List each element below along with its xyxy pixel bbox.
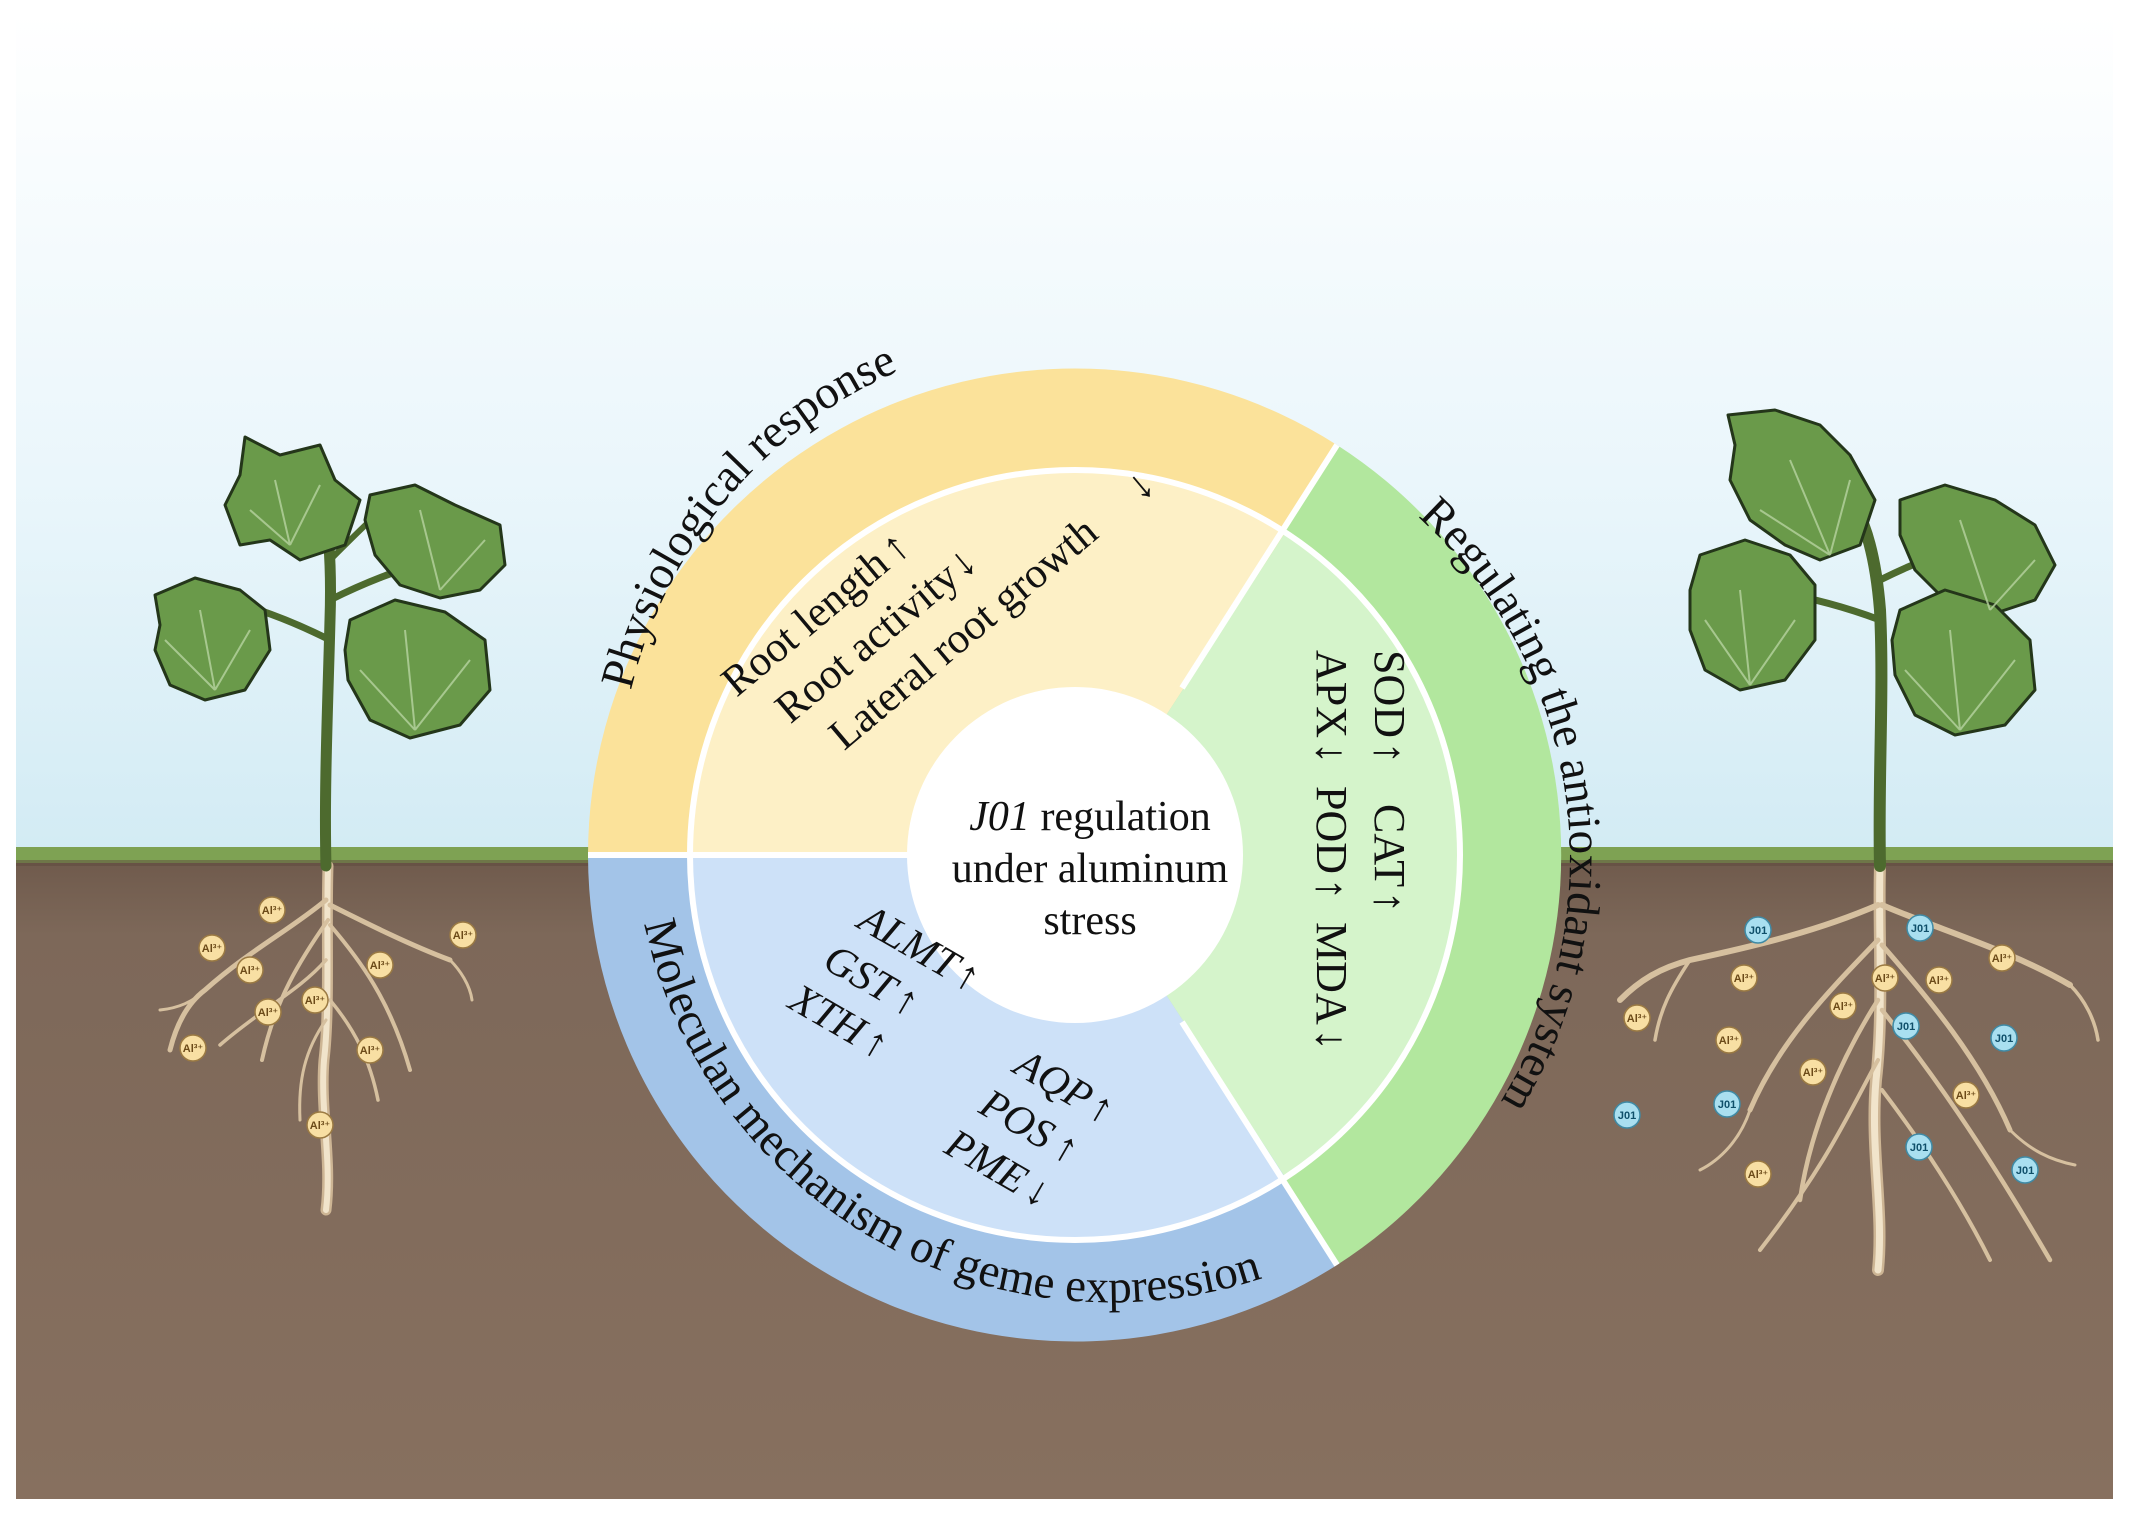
antioxidant-column-1: SOD↑CAT↑ [1365,650,1414,913]
ions-right: Al³⁺ Al³⁺ Al³⁺ Al³⁺ Al³⁺ Al³⁺ Al³⁺ Al³⁺ … [1613,914,2039,1188]
center-label-line-2: under aluminum [952,846,1229,892]
svg-text:Al³⁺: Al³⁺ [1748,1169,1769,1181]
aluminum-ion-marker: Al³⁺ [356,1036,384,1064]
svg-text:J01: J01 [1618,1110,1636,1122]
svg-text:Al³⁺: Al³⁺ [1992,953,2013,965]
right-roots [1617,860,2100,1276]
svg-text:Al³⁺: Al³⁺ [310,1120,331,1132]
aluminum-ion-marker: Al³⁺ [449,921,477,949]
aluminum-ion-marker: Al³⁺ [1799,1058,1827,1086]
j01-marker: J01 [1892,1012,1920,1040]
aluminum-ion-marker: Al³⁺ [236,956,264,984]
aluminum-ion-marker: Al³⁺ [306,1111,334,1139]
svg-text:J01: J01 [1910,1142,1928,1154]
j01-marker: J01 [1713,1090,1741,1118]
svg-text:J01: J01 [1718,1099,1736,1111]
aluminum-ion-marker: Al³⁺ [179,1034,207,1062]
aluminum-ion-marker: Al³⁺ [1829,992,1857,1020]
svg-text:J01: J01 [1995,1033,2013,1045]
svg-text:Al³⁺: Al³⁺ [370,960,391,972]
left-leaves [153,435,507,740]
antioxidant-column-2: APX↓POD↑MDA↓ [1307,650,1356,1051]
aluminum-ion-marker: Al³⁺ [1925,966,1953,994]
aluminum-ion-marker: Al³⁺ [1715,1026,1743,1054]
right-plant-illustration [1617,408,2100,1276]
aluminum-ion-marker: Al³⁺ [1744,1160,1772,1188]
j01-marker: J01 [1744,916,1772,944]
svg-text:Al³⁺: Al³⁺ [1956,1090,1977,1102]
j01-marker: J01 [1905,1133,1933,1161]
antioxidant-items: SOD↑CAT↑ APX↓POD↑MDA↓ [1307,650,1414,1051]
svg-text:Al³⁺: Al³⁺ [240,965,261,977]
svg-text:J01: J01 [1749,925,1767,937]
j01-marker: J01 [2011,1156,2039,1184]
svg-text:J01: J01 [1897,1021,1915,1033]
j01-marker: J01 [1990,1024,2018,1052]
svg-text:Al³⁺: Al³⁺ [1833,1001,1854,1013]
svg-text:Al³⁺: Al³⁺ [262,905,283,917]
svg-text:J01: J01 [1911,923,1929,935]
aluminum-ion-marker: Al³⁺ [198,934,226,962]
svg-text:J01: J01 [2016,1165,2034,1177]
j01-marker: J01 [1906,914,1934,942]
circular-summary-diagram: Physiological response Regulating the an… [588,334,1611,1342]
aluminum-ion-marker: Al³⁺ [1730,964,1758,992]
aluminum-ions-left: Al³⁺ Al³⁺ Al³⁺ Al³⁺ Al³⁺ Al³⁺ Al³⁺ Al³⁺ … [179,896,477,1139]
center-label: J01 regulation [969,794,1210,840]
svg-text:Al³⁺: Al³⁺ [305,995,326,1007]
aluminum-ion-marker: Al³⁺ [1988,944,2016,972]
aluminum-ion-marker: Al³⁺ [1952,1081,1980,1109]
center-circle [907,687,1243,1023]
molecular-gene-group-2: AQP↑ POS↑ PME↓ [937,1039,1123,1217]
left-roots [158,860,474,1216]
right-stem [1844,494,1888,872]
center-label-line-3: stress [1043,898,1136,944]
svg-text:Al³⁺: Al³⁺ [453,930,474,942]
svg-text:Al³⁺: Al³⁺ [183,1043,204,1055]
j01-marker: J01 [1613,1101,1641,1129]
svg-text:Al³⁺: Al³⁺ [258,1007,279,1019]
svg-text:Al³⁺: Al³⁺ [1803,1067,1824,1079]
svg-text:Al³⁺: Al³⁺ [1875,973,1896,985]
svg-text:Al³⁺: Al³⁺ [202,943,223,955]
svg-text:Al³⁺: Al³⁺ [1719,1035,1740,1047]
left-plant-illustration [153,435,507,1216]
inner-sector-antioxidant [1075,533,1459,1177]
aluminum-ion-marker: Al³⁺ [1623,1004,1651,1032]
svg-text:Al³⁺: Al³⁺ [1627,1013,1648,1025]
svg-text:Al³⁺: Al³⁺ [1929,975,1950,987]
aluminum-ion-marker: Al³⁺ [301,986,329,1014]
aluminum-ion-marker: Al³⁺ [258,896,286,924]
aluminum-ion-marker: Al³⁺ [1871,964,1899,992]
aluminum-ion-marker: Al³⁺ [254,998,282,1026]
svg-text:Al³⁺: Al³⁺ [1734,973,1755,985]
svg-text:Al³⁺: Al³⁺ [360,1045,381,1057]
aluminum-ion-marker: Al³⁺ [366,951,394,979]
